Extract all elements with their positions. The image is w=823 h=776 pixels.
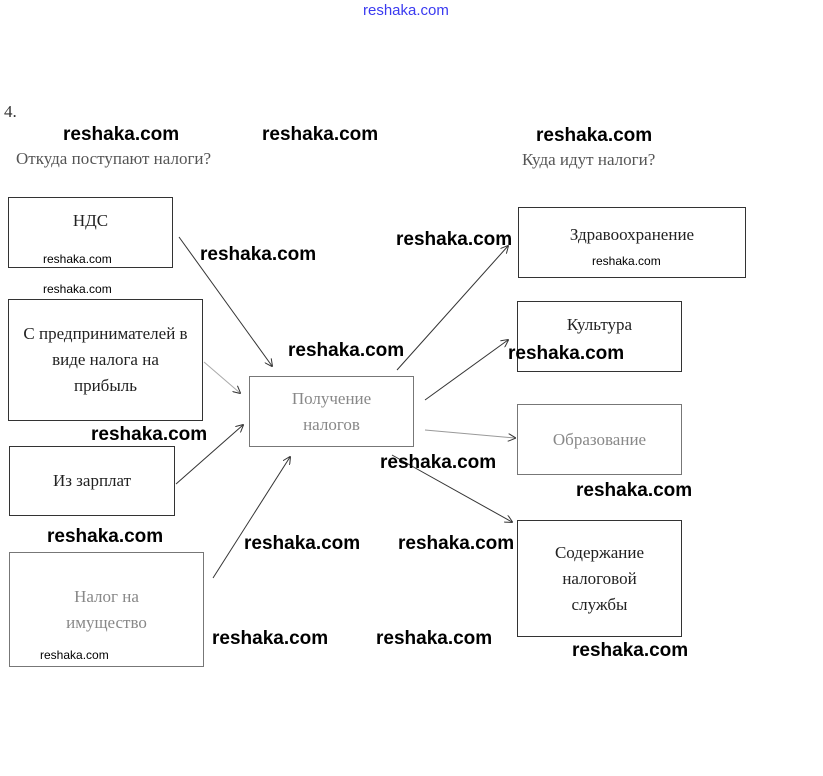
watermark: reshaka.com [244, 533, 361, 554]
watermark: reshaka.com [63, 124, 180, 145]
site-link[interactable]: reshaka.com [363, 2, 449, 19]
watermark: reshaka.com [262, 124, 379, 145]
box-label: Содержание налоговой службы [554, 542, 645, 614]
source-box-entrepreneurs: С предпринимателей в виде налога на приб… [8, 299, 203, 421]
center-box: Получение налогов [249, 376, 414, 447]
box-label: Получение налогов [291, 388, 372, 434]
dest-box-tax-service: Содержание налоговой службы [517, 520, 682, 637]
watermark: reshaka.com [288, 340, 405, 361]
watermark: reshaka.com [576, 480, 693, 501]
dest-box-education: Образование [517, 404, 682, 475]
source-box-salaries: Из зарплат [9, 446, 175, 516]
sources-heading: Откуда поступают налоги? [16, 149, 212, 168]
source-box-property: Налог на имущество [9, 552, 204, 667]
arrow [424, 340, 508, 401]
dest-box-health: Здравоохранение [518, 207, 746, 278]
arrow [396, 246, 508, 371]
box-label: Культура [566, 315, 633, 334]
box-label: НДС [72, 211, 109, 230]
arrow [212, 457, 290, 579]
box-label: Здравоохранение [569, 225, 695, 244]
watermark: reshaka.com [212, 628, 329, 649]
arrow [424, 429, 515, 438]
watermark: reshaka.com [91, 424, 208, 445]
watermark: reshaka.com [396, 229, 513, 250]
watermark: reshaka.com [43, 252, 112, 266]
box-label: Образование [552, 429, 647, 449]
box-label: Из зарплат [52, 471, 132, 490]
arrow [178, 236, 272, 366]
watermark: reshaka.com [200, 244, 317, 265]
watermark: reshaka.com [592, 254, 661, 268]
watermark: reshaka.com [398, 533, 515, 554]
dest-box-culture: Культура [517, 301, 682, 372]
arrow [391, 454, 512, 522]
watermark: reshaka.com [536, 125, 653, 146]
watermark: reshaka.com [40, 648, 109, 662]
box-label: Налог на имущество [66, 586, 147, 632]
watermark: reshaka.com [47, 526, 164, 547]
source-box-vat: НДС [8, 197, 173, 268]
watermark: reshaka.com [43, 282, 112, 296]
arrow [203, 361, 240, 393]
watermark: reshaka.com [508, 343, 625, 364]
watermark: reshaka.com [572, 640, 689, 661]
destinations-heading: Куда идут налоги? [522, 150, 656, 169]
task-number: 4. [4, 102, 17, 121]
watermark: reshaka.com [380, 452, 497, 473]
watermark: reshaka.com [376, 628, 493, 649]
arrow [175, 425, 243, 485]
box-label: С предпринимателей в виде налога на приб… [23, 324, 188, 395]
